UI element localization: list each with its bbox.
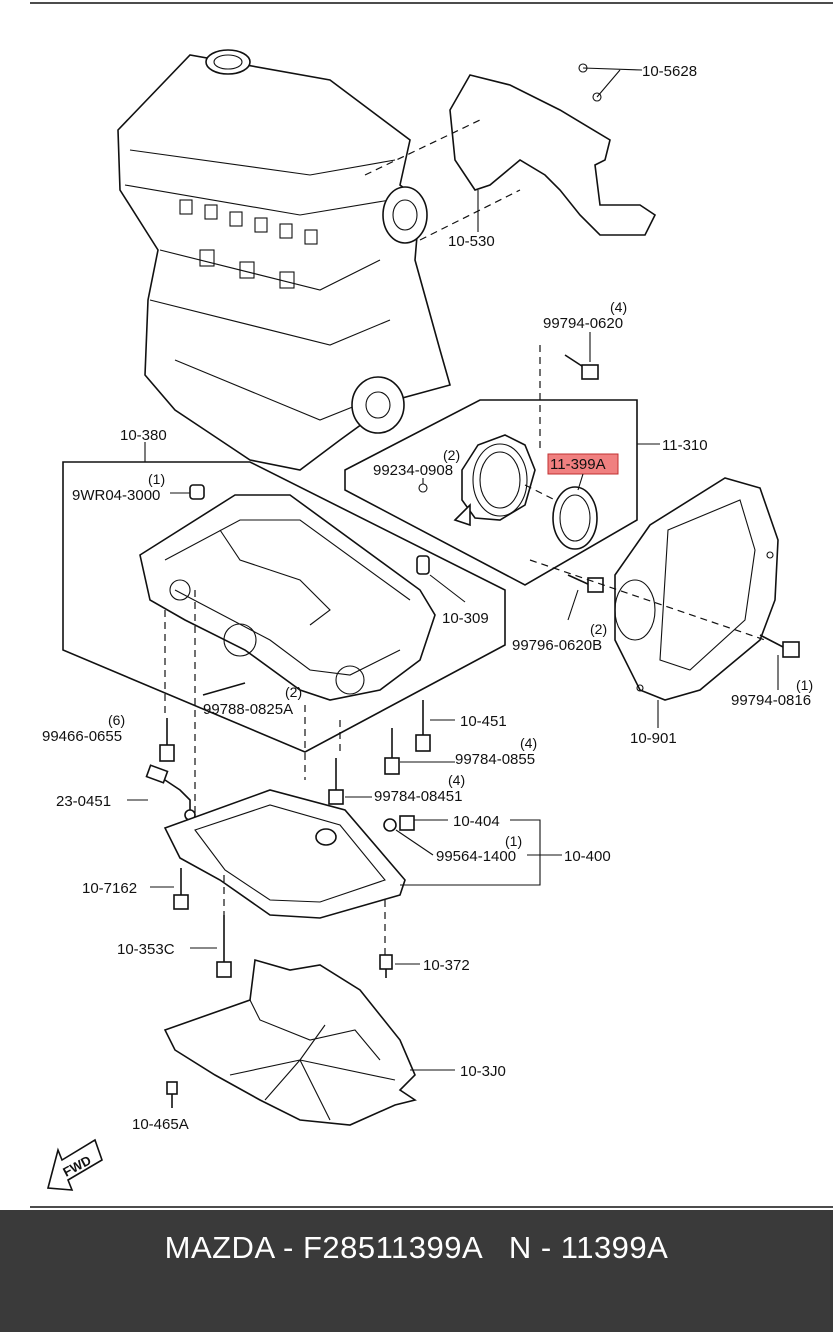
label-99564-1400: 99564-1400 <box>436 848 516 865</box>
drain-plug-10-404 <box>399 815 415 831</box>
label-10-451: 10-451 <box>460 713 507 730</box>
label-10-372: 10-372 <box>423 957 470 974</box>
footer-part-number-text: MAZDA - F28511399A N - 11399A <box>164 1230 669 1265</box>
label-99234-0908: 99234-0908 <box>373 462 453 479</box>
label-10-3j0: 10-3J0 <box>460 1063 506 1080</box>
label-11-399a: 11-399A <box>550 456 606 473</box>
label-99796-0620b: 99796-0620B <box>512 637 602 654</box>
qty-99784-08451: (4) <box>448 772 465 788</box>
qty-99234-0908: (2) <box>443 447 460 463</box>
label-11-310: 11-310 <box>662 437 708 454</box>
label-99784-08451: 99784-08451 <box>374 788 462 805</box>
bolt-99796-0620b-drawing <box>567 574 604 593</box>
rear-oil-seal-housing-drawing <box>453 434 536 527</box>
label-10-400: 10-400 <box>564 848 611 865</box>
label-99788-0825a: 99788-0825A <box>203 701 293 718</box>
qty-99796-0620b: (2) <box>590 621 607 637</box>
label-99794-0816: 99794-0816 <box>731 692 811 709</box>
qty-99784-0855: (4) <box>520 735 537 751</box>
label-10-465a: 10-465A <box>132 1116 189 1133</box>
bolt-10-7162-drawing <box>173 868 189 910</box>
part-number-footer: MAZDA - F28511399A N - 11399A <box>0 1210 833 1332</box>
lower-block-drawing <box>139 494 436 701</box>
end-plate-drawing <box>614 477 779 701</box>
exploded-parts-diagram: 10-5628 10-530 (4) 99794-0620 10-380 11-… <box>30 2 833 1208</box>
label-10-530: 10-530 <box>448 233 495 250</box>
rear-oil-seal-drawing <box>552 486 598 550</box>
label-99794-0620: 99794-0620 <box>543 315 623 332</box>
label-10-309: 10-309 <box>442 610 489 627</box>
lower-block-group-box <box>62 461 506 753</box>
label-23-0451: 23-0451 <box>56 793 111 810</box>
bolt-99794-0620-drawing <box>564 354 599 380</box>
label-10-404: 10-404 <box>453 813 500 830</box>
label-10-901: 10-901 <box>630 730 677 747</box>
label-99784-0855: 99784-0855 <box>455 751 535 768</box>
bolt-99794-0816-drawing <box>759 634 800 658</box>
label-10-7162: 10-7162 <box>82 880 137 897</box>
plug-9wr04-3000 <box>189 484 205 500</box>
qty-99466-0655: (6) <box>108 712 125 728</box>
dowel-10-309 <box>416 555 430 575</box>
label-10-380: 10-380 <box>120 427 167 444</box>
qty-99788-0825a: (2) <box>285 684 302 700</box>
bolt-99784-08451-drawing <box>328 758 344 805</box>
drain-washer-99564-1400 <box>383 818 397 832</box>
oil-pan-drawing <box>163 789 406 919</box>
bolt-10-353c-drawing <box>216 915 232 978</box>
label-10-353c: 10-353C <box>117 941 175 958</box>
sensor-23-0451-drawing <box>145 764 196 821</box>
qty-99564-1400: (1) <box>505 833 522 849</box>
qty-99794-0620: (4) <box>610 299 627 315</box>
forward-arrow-icon <box>46 1138 103 1191</box>
bolt-99784-0855-drawing <box>384 728 400 775</box>
label-99466-0655: 99466-0655 <box>42 728 122 745</box>
rear-cover-group-box <box>344 399 638 586</box>
qty-99794-0816: (1) <box>796 677 813 693</box>
timing-cover-bracket-drawing <box>449 63 657 236</box>
bolt-10-372-drawing <box>379 954 393 978</box>
label-10-5628: 10-5628 <box>642 63 697 80</box>
bolt-99788-0825a-drawing <box>202 682 246 696</box>
part-labels: 10-5628 10-530 (4) 99794-0620 10-380 11-… <box>42 63 813 1180</box>
bolt-10-451-drawing <box>415 700 431 752</box>
engine-block-drawing <box>117 49 451 471</box>
qty-9wr04-3000: (1) <box>148 471 165 487</box>
under-cover-drawing <box>163 958 417 1126</box>
label-9wr04-3000: 9WR04-3000 <box>72 487 160 504</box>
bolt-99466-0655-drawing <box>159 718 175 762</box>
bolt-10-465a-drawing <box>166 1081 178 1108</box>
